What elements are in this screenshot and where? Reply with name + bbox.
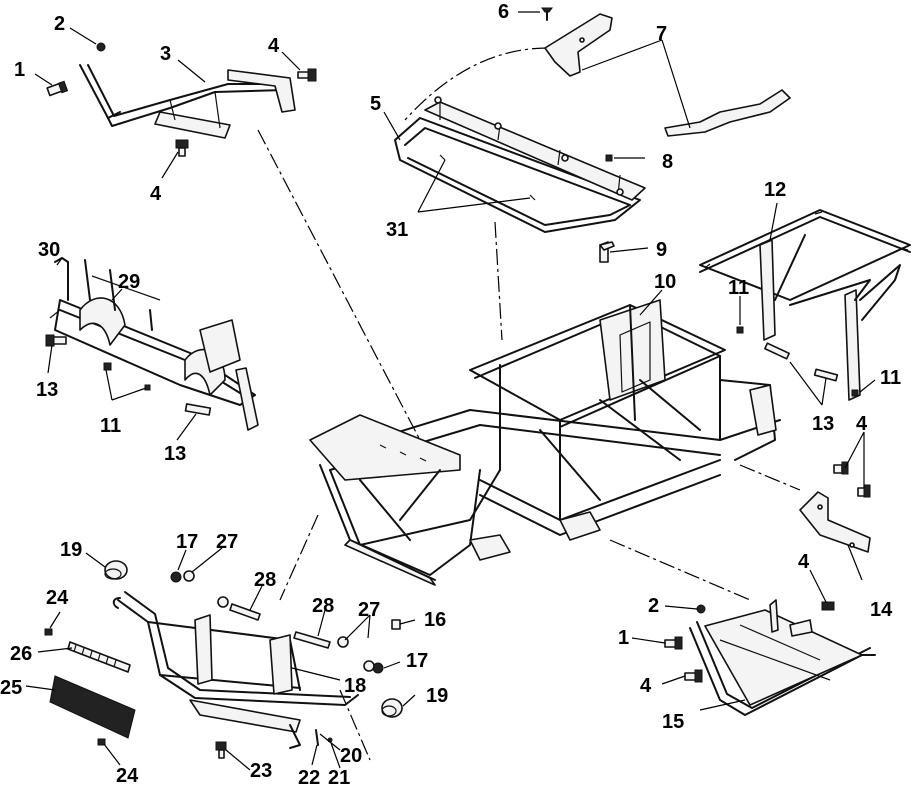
callout-12: 12 bbox=[764, 179, 786, 201]
washer-part-27-left bbox=[183, 570, 229, 608]
screw-part-6 bbox=[541, 7, 553, 21]
screw-part-24-top bbox=[44, 628, 53, 636]
brush-guard-part-18 bbox=[112, 591, 359, 749]
callout-27-left: 27 bbox=[216, 531, 238, 553]
callout-4-upper-left: 4 bbox=[150, 183, 162, 205]
grommet-part-19-right bbox=[381, 698, 403, 718]
bracket-part-7-upper bbox=[544, 13, 613, 77]
nut-part-11-b bbox=[144, 384, 151, 391]
callout-17-right: 17 bbox=[406, 650, 428, 672]
bolt-part-23 bbox=[215, 741, 227, 759]
callout-14: 14 bbox=[870, 599, 893, 621]
bracket-part-9 bbox=[599, 241, 615, 263]
callout-1-top: 1 bbox=[14, 59, 25, 81]
callout-19-left: 19 bbox=[60, 539, 82, 561]
callout-11-right: 11 bbox=[880, 367, 901, 389]
clip-part-16 bbox=[391, 619, 401, 630]
callout-11-right-top: 11 bbox=[728, 277, 749, 299]
bushing-part-17-left bbox=[170, 571, 182, 583]
mount-bracket-part-14 bbox=[799, 491, 871, 553]
callout-2-rear: 2 bbox=[648, 595, 659, 617]
alignment-lines bbox=[257, 47, 801, 761]
callout-3: 3 bbox=[160, 43, 171, 65]
callout-28-left: 28 bbox=[254, 569, 276, 591]
callout-26: 26 bbox=[10, 643, 32, 665]
nut-part-2-top bbox=[96, 42, 106, 52]
grommet-part-19-left bbox=[104, 560, 128, 580]
clip-part-8 bbox=[605, 154, 613, 162]
callout-31: 31 bbox=[386, 219, 408, 241]
seat-base-part-5 bbox=[394, 96, 646, 233]
nut-part-11-d bbox=[851, 389, 859, 397]
callout-4-rear: 4 bbox=[640, 675, 652, 697]
mesh-part-26 bbox=[67, 641, 131, 673]
callout-22: 22 bbox=[298, 767, 320, 787]
callout-2-top: 2 bbox=[54, 13, 65, 35]
callout-15: 15 bbox=[662, 711, 684, 733]
callout-4-top: 4 bbox=[268, 35, 280, 57]
callout-18: 18 bbox=[344, 675, 366, 697]
pin-part-28-right bbox=[293, 631, 331, 649]
callout-5: 5 bbox=[370, 93, 381, 115]
pin-part-28-left bbox=[229, 603, 261, 621]
rear-bumper-part-15 bbox=[689, 599, 876, 716]
nut-part-2-rear bbox=[696, 604, 706, 614]
bolt-part-4-rear bbox=[684, 669, 703, 683]
callout-10: 10 bbox=[654, 271, 676, 293]
bolt-part-4-lower-right bbox=[821, 601, 835, 611]
callout-8: 8 bbox=[662, 151, 673, 173]
callout-6: 6 bbox=[498, 1, 509, 23]
callout-19-right: 19 bbox=[426, 685, 448, 707]
washer-part-27-right bbox=[337, 636, 375, 672]
callout-13-right: 13 bbox=[812, 413, 834, 435]
bolt-part-13-right-b bbox=[813, 368, 839, 382]
bolt-part-1-top bbox=[46, 80, 69, 97]
bolt-part-4-right-a bbox=[833, 461, 849, 475]
bolt-part-1-rear bbox=[664, 636, 683, 650]
callout-29: 29 bbox=[118, 271, 140, 293]
callout-11-left: 11 bbox=[100, 415, 121, 437]
bolt-part-13-mid bbox=[184, 403, 212, 416]
callout-24-top: 24 bbox=[46, 587, 69, 609]
leader-lines bbox=[25, 11, 876, 771]
callout-4-right: 4 bbox=[856, 413, 868, 435]
callout-21: 21 bbox=[328, 767, 350, 787]
callout-7: 7 bbox=[656, 23, 667, 45]
callout-27-right: 27 bbox=[358, 599, 380, 621]
nut-part-11-a bbox=[103, 362, 112, 371]
callout-13-left: 13 bbox=[36, 379, 58, 401]
grille-part-25 bbox=[49, 675, 136, 739]
bolt-part-4-right-b bbox=[857, 484, 871, 498]
callout-16: 16 bbox=[424, 609, 446, 631]
callout-1-rear: 1 bbox=[618, 627, 629, 649]
front-subframe-part-29 bbox=[49, 259, 259, 431]
screw-part-24-bottom bbox=[97, 738, 106, 746]
bolt-part-4-top bbox=[297, 68, 317, 82]
bolt-part-4-lower bbox=[175, 139, 189, 157]
bolt-part-13-left bbox=[45, 334, 67, 347]
nut-part-11-c bbox=[736, 326, 744, 334]
callout-24-bottom: 24 bbox=[116, 765, 139, 787]
cargo-rack-part-12 bbox=[699, 209, 911, 401]
bolt-part-13-right-a bbox=[764, 342, 790, 360]
bracket-part-7-lower bbox=[664, 89, 791, 137]
main-frame-part-10 bbox=[309, 299, 781, 586]
callout-20: 20 bbox=[340, 745, 362, 767]
callout-23: 23 bbox=[250, 760, 272, 782]
callout-30: 30 bbox=[38, 239, 60, 261]
callout-4-right-lower: 4 bbox=[798, 551, 810, 573]
callout-13-mid: 13 bbox=[164, 443, 186, 465]
upper-bracket-part-3 bbox=[79, 64, 296, 139]
callout-9: 9 bbox=[656, 239, 667, 261]
callout-28-right: 28 bbox=[312, 595, 334, 617]
callout-25: 25 bbox=[0, 677, 22, 699]
callout-17-left: 17 bbox=[176, 531, 198, 553]
